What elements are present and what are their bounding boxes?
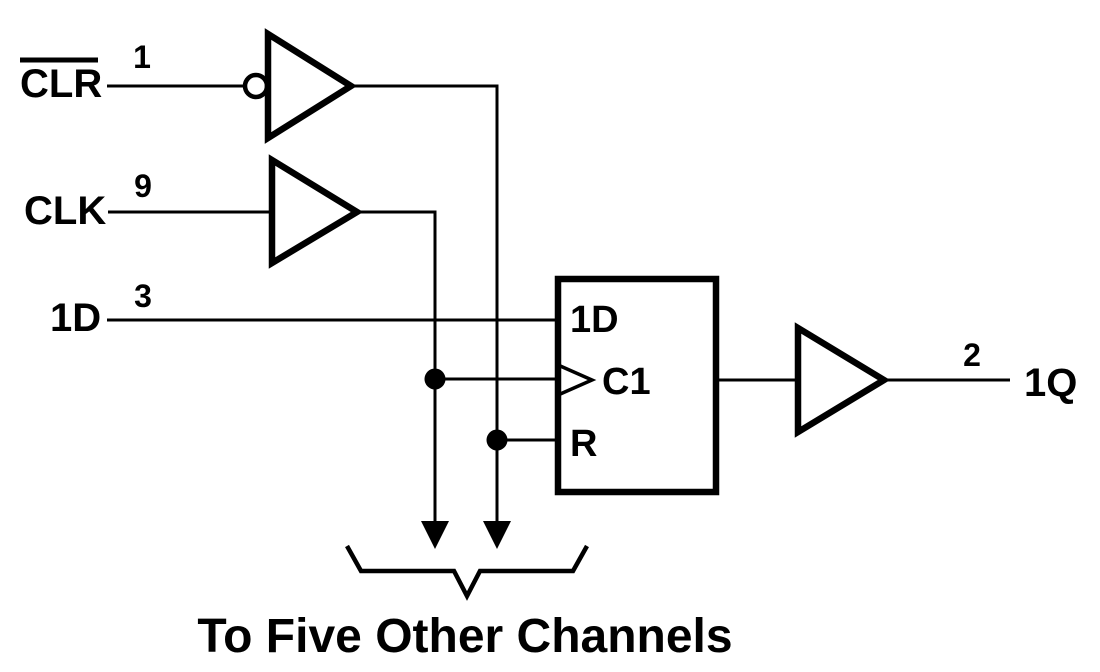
caption-text: To Five Other Channels xyxy=(197,610,732,663)
q-pin-number: 2 xyxy=(963,337,981,373)
ff-clock-label: C1 xyxy=(602,361,651,403)
ff-reset-label: R xyxy=(570,423,597,465)
clr-inverter-triangle xyxy=(264,28,358,144)
inverter-bubble-icon xyxy=(242,72,270,100)
ff-d-label: 1D xyxy=(570,299,619,341)
clk-net-wire xyxy=(357,210,437,527)
flip-flop-box xyxy=(554,275,720,496)
clk-arrowhead-icon xyxy=(421,521,449,549)
output-buffer-triangle xyxy=(794,322,891,438)
q-label: 1Q xyxy=(1024,361,1077,405)
clk-buffer-triangle xyxy=(268,154,364,269)
clr-pin-number: 1 xyxy=(133,39,151,75)
clr-net-wire xyxy=(351,84,499,527)
d-label: 1D xyxy=(50,296,101,340)
clr-arrowhead-icon xyxy=(483,521,511,549)
d-pin-number: 3 xyxy=(134,278,152,314)
channels-brace xyxy=(345,544,589,601)
clr-label: CLR xyxy=(20,62,102,106)
clock-wedge-icon xyxy=(557,363,597,397)
clk-label: CLK xyxy=(24,189,106,233)
clk-pin-number: 9 xyxy=(134,168,152,204)
